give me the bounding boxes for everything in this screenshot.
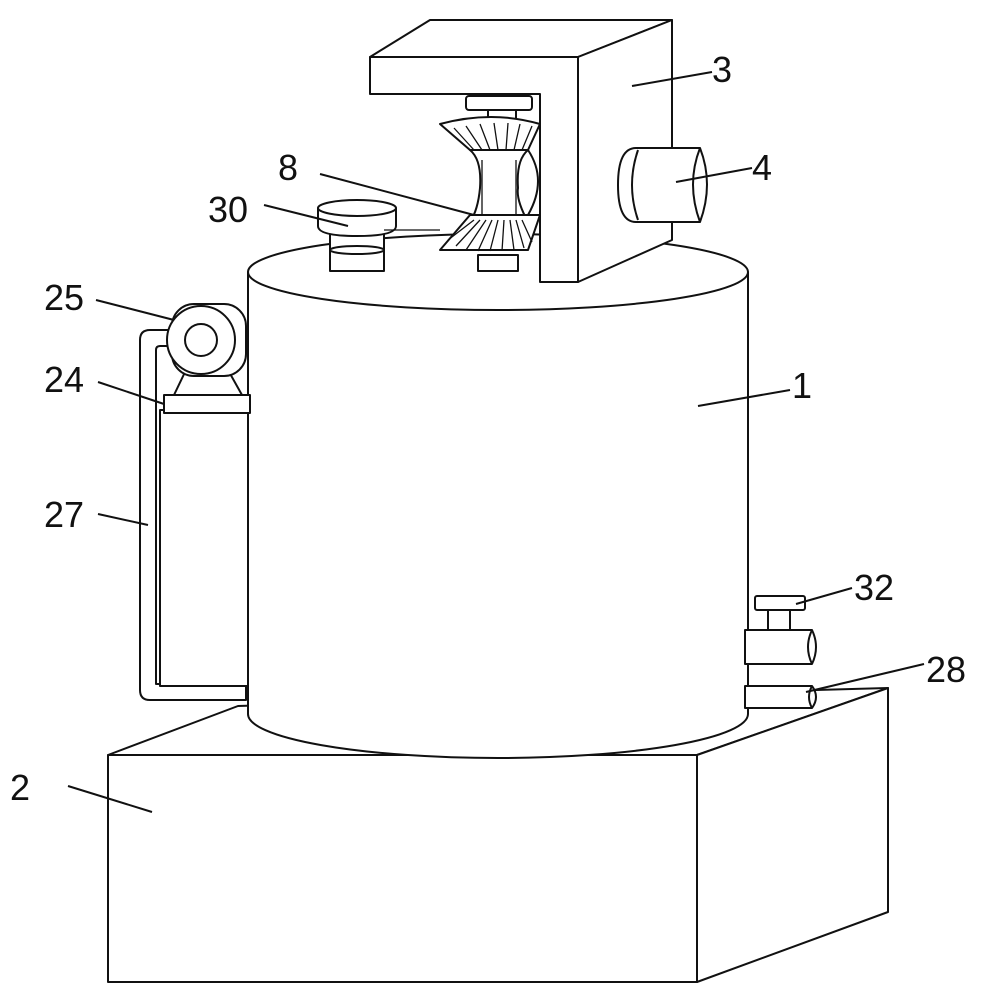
inlet-cap <box>317 199 397 272</box>
label-pipe: 27 <box>44 494 84 535</box>
label-base: 2 <box>10 767 30 808</box>
label-bracket: 3 <box>712 49 732 90</box>
callout-labels: 3 4 8 30 25 24 27 1 32 28 2 <box>10 49 966 808</box>
motor <box>617 147 708 223</box>
pump-mount <box>163 394 251 414</box>
label-tank: 1 <box>792 365 812 406</box>
bevel-gear-assembly <box>439 95 541 272</box>
valve <box>744 595 817 665</box>
pump <box>166 303 247 396</box>
label-pump: 25 <box>44 277 84 318</box>
side-pipe <box>139 329 247 701</box>
label-bevel-gear: 8 <box>278 147 298 188</box>
side-vessel <box>159 409 253 687</box>
label-motor: 4 <box>752 147 772 188</box>
leader-lines <box>67 71 925 813</box>
gear-teeth <box>447 122 533 252</box>
tank-body <box>247 233 749 759</box>
label-pump-mount: 24 <box>44 359 84 400</box>
label-inlet-cap: 30 <box>208 189 248 230</box>
outlet-pipe <box>744 685 817 709</box>
label-outlet: 28 <box>926 649 966 690</box>
label-valve: 32 <box>854 567 894 608</box>
